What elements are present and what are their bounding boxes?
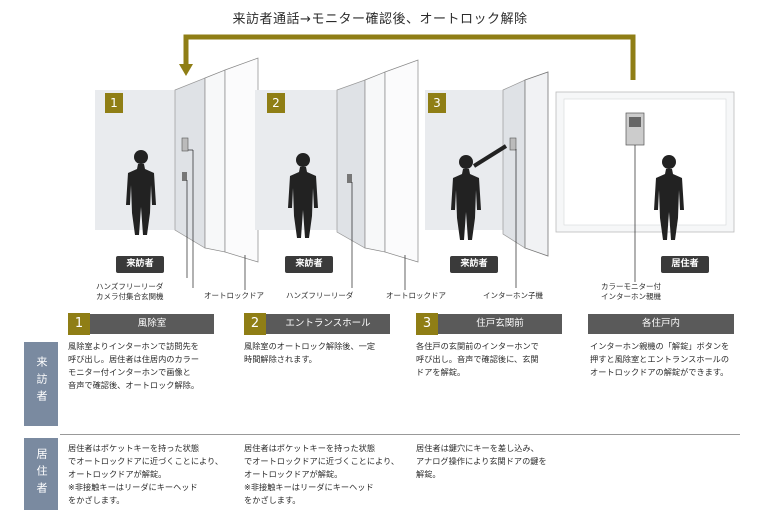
section2-visitor-desc: 風除室のオートロック解除後、一定 時間解除されます。 xyxy=(244,340,375,366)
section1-title: 風除室 xyxy=(90,314,214,334)
section3-number: 3 xyxy=(416,313,438,335)
desc-line: をかざします。 xyxy=(244,495,301,505)
desc-line: 時間解除されます。 xyxy=(244,354,317,364)
flow-arrow xyxy=(183,34,636,80)
desc-line: 解錠。 xyxy=(416,469,441,479)
scene1-autolock-door xyxy=(224,57,259,263)
section3-resident-desc: 居住者は鍵穴にキーを差し込み、 アナログ操作により玄関ドアの鍵を 解錠。 xyxy=(416,442,547,481)
section3-title: 住戸玄関前 xyxy=(438,314,562,334)
scene1-reader-label: ハンズフリーリーダ xyxy=(96,282,164,291)
scene4-monitor-label-2: インターホン親機 xyxy=(601,292,661,301)
section1-number: 1 xyxy=(68,313,90,335)
desc-line: 呼び出し。居住者は住居内のカラー xyxy=(68,354,200,364)
desc-line: をかざします。 xyxy=(68,495,125,505)
flow-arrow-head xyxy=(179,64,193,76)
scene3-number: 3 xyxy=(428,93,446,113)
scene2-autolock-door xyxy=(384,59,419,263)
section3-visitor-desc: 各住戸の玄関前のインターホンで 呼び出し。音声で確認後に、玄関 ドアを解錠。 xyxy=(416,340,539,379)
desc-line: 音声で確認後、オートロック解除。 xyxy=(68,380,200,390)
desc-line: 風除室のオートロック解除後、一定 xyxy=(244,341,376,351)
desc-line: オートロックドアが解錠。 xyxy=(68,469,167,479)
section2-title: エントランスホール xyxy=(266,314,390,334)
desc-line: モニター付インターホンで画像と xyxy=(68,367,191,377)
section2-number: 2 xyxy=(244,313,266,335)
row-divider xyxy=(60,434,740,435)
desc-line: ※非接触キーはリーダにキーヘッド xyxy=(244,482,374,492)
security-flow-illustration xyxy=(95,34,735,290)
scene4-inner-wall xyxy=(563,98,727,226)
resident-side-text: 居住者 xyxy=(35,448,48,499)
visitor-side-text: 来訪者 xyxy=(35,356,48,407)
scene3-intercom-handset xyxy=(509,137,517,151)
section2-resident-desc: 居住者はポケットキーを持った状態 でオートロックドアに近づくことにより、 オート… xyxy=(244,442,399,507)
scene1-number: 1 xyxy=(105,93,123,113)
scene2-door-frame xyxy=(364,71,386,253)
scene2-door-label: オートロックドア xyxy=(386,291,446,300)
desc-line: オートロックドアが解錠。 xyxy=(244,469,343,479)
visitor-side-label: 来訪者 xyxy=(24,342,58,426)
desc-line: でオートロックドアに近づくことにより、 xyxy=(244,456,400,466)
section1-resident-desc: 居住者はポケットキーを持った状態 でオートロックドアに近づくことにより、 オート… xyxy=(68,442,223,507)
scene1-door-frame xyxy=(204,69,226,253)
scene1-door-label: オートロックドア xyxy=(204,291,264,300)
scene2-reader-label: ハンズフリーリーダ xyxy=(286,291,354,300)
desc-line: インターホン親機の「解錠」ボタンを xyxy=(590,341,730,351)
scene3-entrance-door xyxy=(524,71,549,257)
scene1-panel-label: カメラ付集合玄関機 xyxy=(96,292,164,301)
desc-line: ドアを解錠。 xyxy=(416,367,466,377)
scene2-number: 2 xyxy=(267,93,285,113)
desc-line: オートロックドアの解錠ができます。 xyxy=(590,367,729,377)
section1-visitor-desc: 風除室よりインターホンで訪問先を 呼び出し。居住者は住居内のカラー モニター付イ… xyxy=(68,340,199,392)
desc-line: ※非接触キーはリーダにキーヘッド xyxy=(68,482,198,492)
section4-title: 各住戸内 xyxy=(588,314,734,334)
scene4-monitor-label-1: カラーモニター付 xyxy=(601,282,661,291)
resident-side-label: 居住者 xyxy=(24,438,58,510)
scene1-role-tag: 来訪者 xyxy=(116,256,164,273)
desc-line: アナログ操作により玄関ドアの鍵を xyxy=(416,456,547,466)
scene1-intercom-panel xyxy=(181,137,189,152)
scene1-handsfree-reader xyxy=(182,172,187,181)
scene4-role-tag: 居住者 xyxy=(661,256,709,273)
scene3-role-tag: 来訪者 xyxy=(450,256,498,273)
diagram-title: 来訪者通話→モニター確認後、オートロック解除 xyxy=(232,12,528,27)
scene2-side-wall xyxy=(336,79,366,249)
desc-line: 各住戸の玄関前のインターホンで xyxy=(416,341,539,351)
scene2-role-tag: 来訪者 xyxy=(285,256,333,273)
desc-line: 風除室よりインターホンで訪問先を xyxy=(68,341,199,351)
desc-line: 居住者はポケットキーを持った状態 xyxy=(244,443,376,453)
section4-visitor-desc: インターホン親機の「解錠」ボタンを 押すと風除室とエントランスホールの オートロ… xyxy=(590,340,729,379)
scene3-side-wall xyxy=(502,79,526,249)
desc-line: でオートロックドアに近づくことにより、 xyxy=(68,456,224,466)
scene2-handsfree-reader xyxy=(347,174,352,183)
desc-line: 居住者は鍵穴にキーを差し込み、 xyxy=(416,443,539,453)
desc-line: 居住者はポケットキーを持った状態 xyxy=(68,443,200,453)
desc-line: 押すと風除室とエントランスホールの xyxy=(590,354,730,364)
scene3-handset-label: インターホン子機 xyxy=(483,291,543,300)
scene1-side-wall xyxy=(174,77,206,249)
desc-line: 呼び出し。音声で確認後に、玄関 xyxy=(416,354,539,364)
